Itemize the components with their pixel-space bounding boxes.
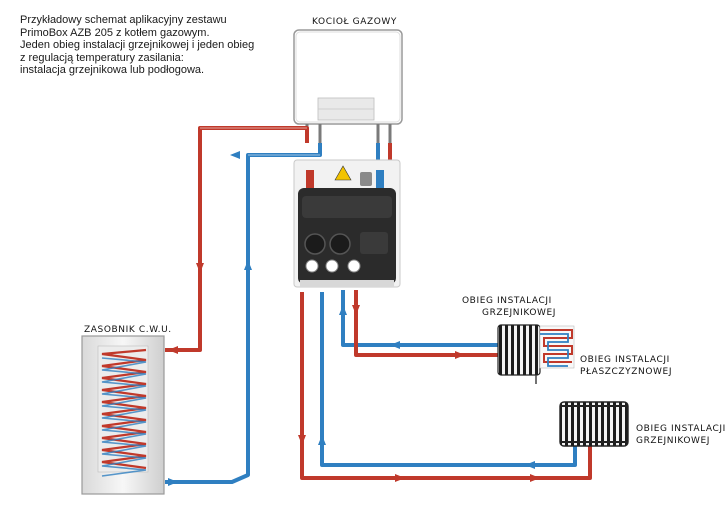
description-line: PrimoBox AZB 205 z kotłem gazowym.	[20, 26, 210, 39]
description-line: Przykładowy schemat aplikacyjny zestawu	[20, 14, 227, 26]
radiator2-circuit-label-line2: GRZEJNIKOWEJ	[636, 436, 711, 446]
description-text: Przykładowy schemat aplikacyjny zestawu …	[20, 14, 280, 77]
dhw-tank	[81, 335, 165, 495]
description-line: Jeden obieg instalacji grzejnikowej i je…	[20, 39, 255, 51]
radiator-circuit-label-line1: OBIEG INSTALACJI	[462, 296, 552, 306]
flow-arrows	[168, 151, 540, 486]
floor-circuit-label-line2: PŁASZCZYZNOWEJ	[580, 367, 673, 377]
radiator-circuit-label-line2: GRZEJNIKOWEJ	[482, 308, 557, 318]
tank-label: ZASOBNIK C.W.U.	[84, 325, 172, 335]
description-line: z regulacją temperatury zasilania:	[20, 51, 184, 64]
boiler-connections	[305, 124, 392, 143]
primobox-unit	[293, 159, 401, 288]
floor-heating-manifold	[497, 324, 575, 384]
description-line: instalacja grzejnikowa lub podłogowa.	[20, 64, 205, 76]
gas-boiler	[293, 29, 403, 125]
radiator	[559, 401, 629, 447]
radiator2-circuit-label-line1: OBIEG INSTALACJI	[636, 424, 726, 434]
return-pipes	[165, 143, 577, 484]
boiler-label: KOCIOŁ GAZOWY	[312, 17, 398, 27]
floor-circuit-label-line1: OBIEG INSTALACJI	[580, 355, 670, 365]
